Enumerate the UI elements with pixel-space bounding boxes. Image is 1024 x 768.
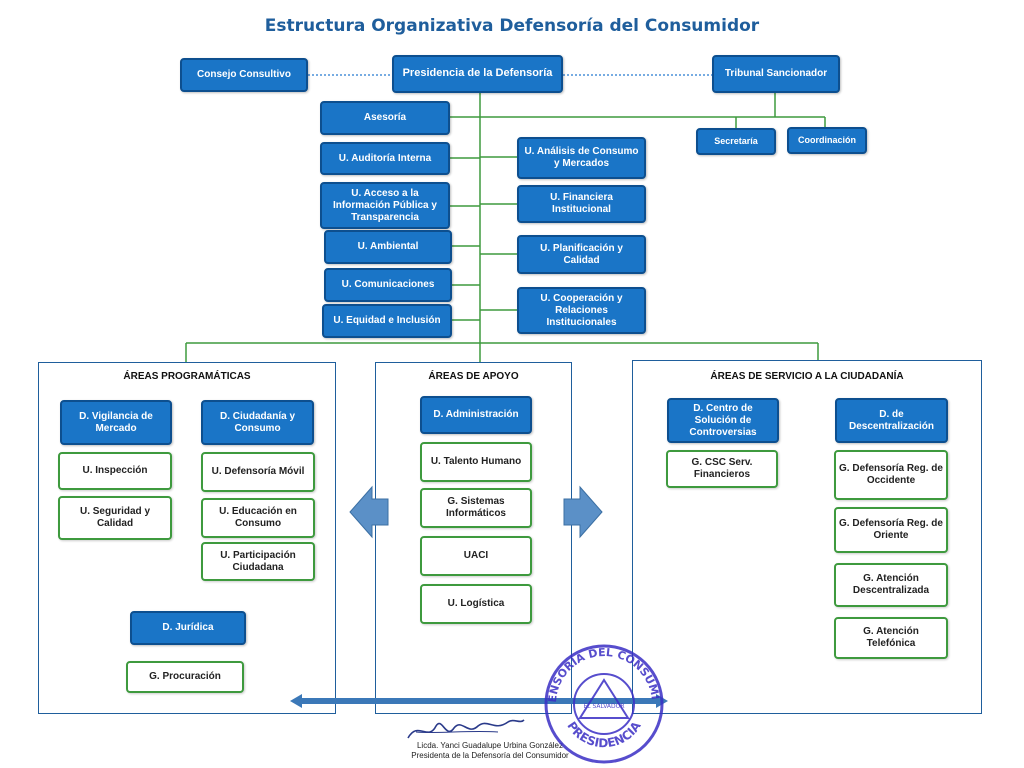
- unit-comunicaciones: U. Comunicaciones: [324, 268, 452, 302]
- signature-block: Licda. Yanci Guadalupe Urbina González P…: [340, 741, 640, 762]
- u-logistica: U. Logística: [420, 584, 532, 624]
- d-ciudadania-consumo: D. Ciudadanía y Consumo: [201, 400, 314, 445]
- presidencia-box: Presidencia de la Defensoría: [392, 55, 563, 93]
- u-participacion-ciudadana: U. Participación Ciudadana: [201, 542, 315, 581]
- chart-title: Estructura Organizativa Defensoría del C…: [264, 16, 760, 36]
- d-vigilancia-mercado: D. Vigilancia de Mercado: [60, 400, 172, 445]
- unit-cooperacion: U. Cooperación y Relaciones Instituciona…: [517, 287, 646, 334]
- unit-analisis-consumo: U. Análisis de Consumo y Mercados: [517, 137, 646, 179]
- unit-equidad-inclusion: U. Equidad e Inclusión: [322, 304, 452, 338]
- secretaria-box: Secretaría: [696, 128, 776, 155]
- unit-acceso-informacion: U. Acceso a la Información Pública y Tra…: [320, 182, 450, 229]
- areas-servicio-header: ÁREAS DE SERVICIO A LA CIUDADANÍA: [710, 371, 904, 382]
- uaci: UACI: [420, 536, 532, 576]
- unit-auditoria-interna: U. Auditoría Interna: [320, 142, 450, 175]
- signature-name: Licda. Yanci Guadalupe Urbina González: [416, 741, 564, 750]
- unit-planificacion: U. Planificación y Calidad: [517, 235, 646, 274]
- tribunal-sancionador-box: Tribunal Sancionador: [712, 55, 840, 93]
- official-seal-icon: DEFENSORÍA DEL CONSUMIDOR EL SALVADOR PR…: [538, 638, 664, 764]
- unit-asesoria: Asesoría: [320, 101, 450, 135]
- d-centro-solucion-controversias: D. Centro de Solución de Controversias: [667, 398, 779, 443]
- seal-inner-text: EL SALVADOR: [583, 703, 624, 710]
- unit-financiera: U. Financiera Institucional: [517, 185, 646, 223]
- g-atencion-descentralizada: G. Atención Descentralizada: [834, 563, 948, 607]
- consejo-consultivo-box: Consejo Consultivo: [180, 58, 308, 92]
- u-educacion-consumo: U. Educación en Consumo: [201, 498, 315, 538]
- areas-apoyo-header: ÁREAS DE APOYO: [428, 371, 519, 382]
- arrow-left-icon: [349, 485, 389, 539]
- g-csc-serv-financieros: G. CSC Serv. Financieros: [666, 450, 778, 488]
- areas-programaticas-header: ÁREAS PROGRAMÁTICAS: [123, 371, 251, 382]
- g-defensoria-oriente: G. Defensoría Reg. de Oriente: [834, 507, 948, 553]
- u-talento-humano: U. Talento Humano: [420, 442, 532, 482]
- u-inspeccion: U. Inspección: [58, 452, 172, 490]
- coordinacion-box: Coordinación: [787, 127, 867, 154]
- u-defensoria-movil: U. Defensoría Móvil: [201, 452, 315, 492]
- g-atencion-telefonica: G. Atención Telefónica: [834, 617, 948, 659]
- arrow-right-icon: [563, 485, 603, 539]
- g-sistemas-informaticos: G. Sistemas Informáticos: [420, 488, 532, 528]
- signature-role: Presidenta de la Defensoría del Consumid…: [411, 751, 569, 761]
- u-seguridad-calidad: U. Seguridad y Calidad: [58, 496, 172, 540]
- d-administracion: D. Administración: [420, 396, 532, 434]
- signature-scribble-icon: [407, 719, 525, 739]
- arrow-double-icon: [290, 694, 668, 708]
- d-juridica: D. Jurídica: [130, 611, 246, 645]
- g-defensoria-occidente: G. Defensoría Reg. de Occidente: [834, 450, 948, 500]
- g-procuracion: G. Procuración: [126, 661, 244, 693]
- d-descentralizacion: D. de Descentralización: [835, 398, 948, 443]
- unit-ambiental: U. Ambiental: [324, 230, 452, 264]
